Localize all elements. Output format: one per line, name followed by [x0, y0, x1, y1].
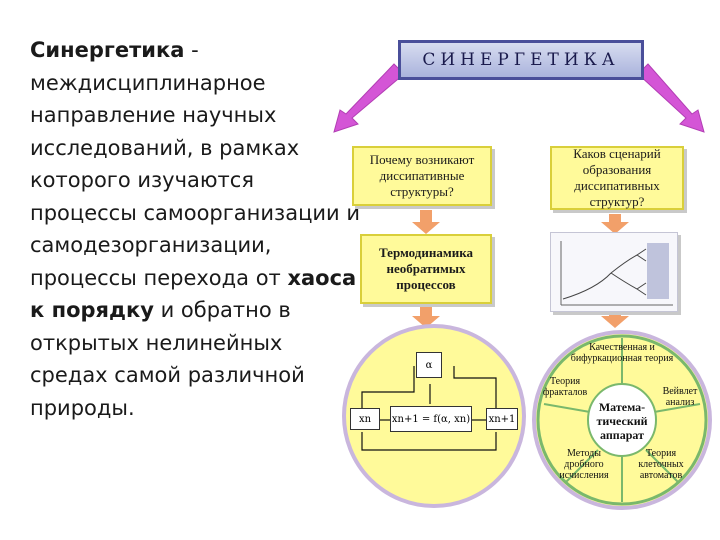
- emphasis-chaos-order: хаоса к порядку: [30, 265, 357, 323]
- thermodynamics-note: Термодинамика необратимых процессов: [360, 234, 492, 304]
- definition-part-2: и обратно в открытых нелинейных средах с…: [30, 298, 305, 420]
- arrow-down-right-2: [601, 306, 629, 328]
- arrow-down-right-1: [601, 214, 629, 234]
- math-sector-lines: [536, 334, 708, 506]
- definition-part-1: - междисциплинарное направление научных …: [30, 38, 360, 290]
- iteration-map-circle: α xn xn+1 = f(α, xn) xn+1: [342, 324, 526, 508]
- bifurcation-graph: [550, 232, 678, 312]
- question-left-note: Почему возникают диссипативные структуры…: [352, 146, 492, 206]
- arrow-down-left-2: [412, 306, 440, 328]
- question-right-note: Каков сценарий образования диссипативных…: [550, 146, 684, 210]
- arrow-down-left-1: [412, 210, 440, 234]
- math-left-label: Теория фракталов: [542, 376, 588, 398]
- arrow-to-left-question: [333, 63, 405, 133]
- xn-box: xn: [350, 408, 380, 430]
- math-bottom-right-label: Теория клеточных автоматов: [638, 448, 684, 481]
- bifurcation-diagram-icon: [560, 241, 673, 306]
- math-right-label: Вейвлет анализ: [662, 386, 698, 408]
- diagram-title: СИНЕРГЕТИКА: [398, 40, 644, 80]
- math-bottom-left-label: Методы дробного исчисления: [559, 448, 609, 481]
- formula-box: xn+1 = f(α, xn): [390, 406, 472, 432]
- arrow-to-right-question: [637, 63, 705, 133]
- iteration-loop-lines: [361, 366, 497, 451]
- definition-text: Синергетика - междисциплинарное направле…: [30, 34, 360, 424]
- math-apparatus-circle: Матема-тический аппарат Качественная и б…: [532, 330, 712, 510]
- term-synergetics: Синергетика: [30, 38, 185, 62]
- xn1-box: xn+1: [486, 408, 518, 430]
- math-top-label: Качественная и бифуркационная теория: [570, 342, 674, 364]
- math-center-label: Матема-тический аппарат: [596, 400, 648, 442]
- alpha-box: α: [416, 352, 442, 378]
